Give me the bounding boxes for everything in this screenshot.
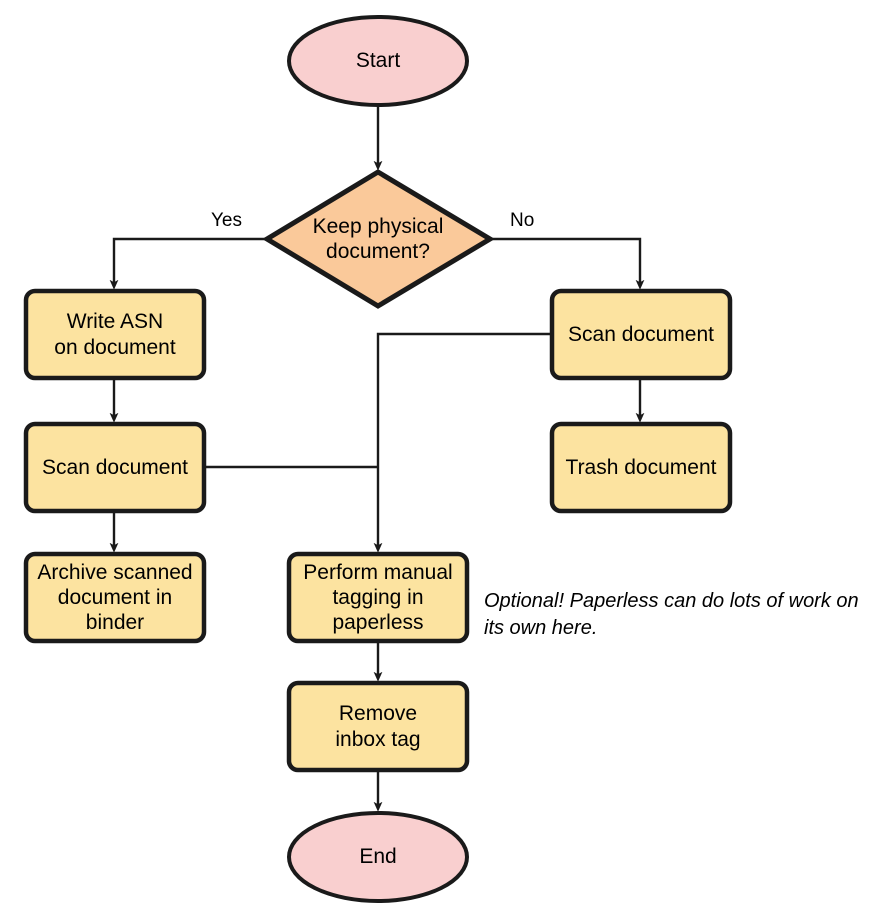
edge-decision-yes-to-write-asn — [109, 237, 267, 290]
node-trash-document[interactable] — [549, 421, 733, 514]
node-remove-inbox-tag[interactable] — [286, 680, 470, 773]
edge-decision-no-to-scan-right — [490, 237, 645, 290]
node-archive-scanned-document-in-binder[interactable] — [23, 551, 207, 644]
node-decision-keep-physical-document[interactable] — [262, 169, 495, 309]
edge-label-no: No — [510, 210, 535, 231]
node-write-asn-on-document[interactable] — [23, 288, 207, 381]
edge-label-yes: Yes — [211, 210, 242, 231]
node-perform-manual-tagging-in-paperless[interactable] — [286, 551, 470, 644]
node-scan-document-left[interactable] — [23, 421, 207, 514]
node-start[interactable] — [287, 15, 469, 107]
node-scan-document-right[interactable] — [549, 288, 733, 381]
node-end[interactable] — [287, 811, 469, 903]
optional-note: Optional! Paperless can do lots of work … — [484, 590, 859, 639]
edge-scan-right-to-manual-tagging — [373, 332, 552, 553]
